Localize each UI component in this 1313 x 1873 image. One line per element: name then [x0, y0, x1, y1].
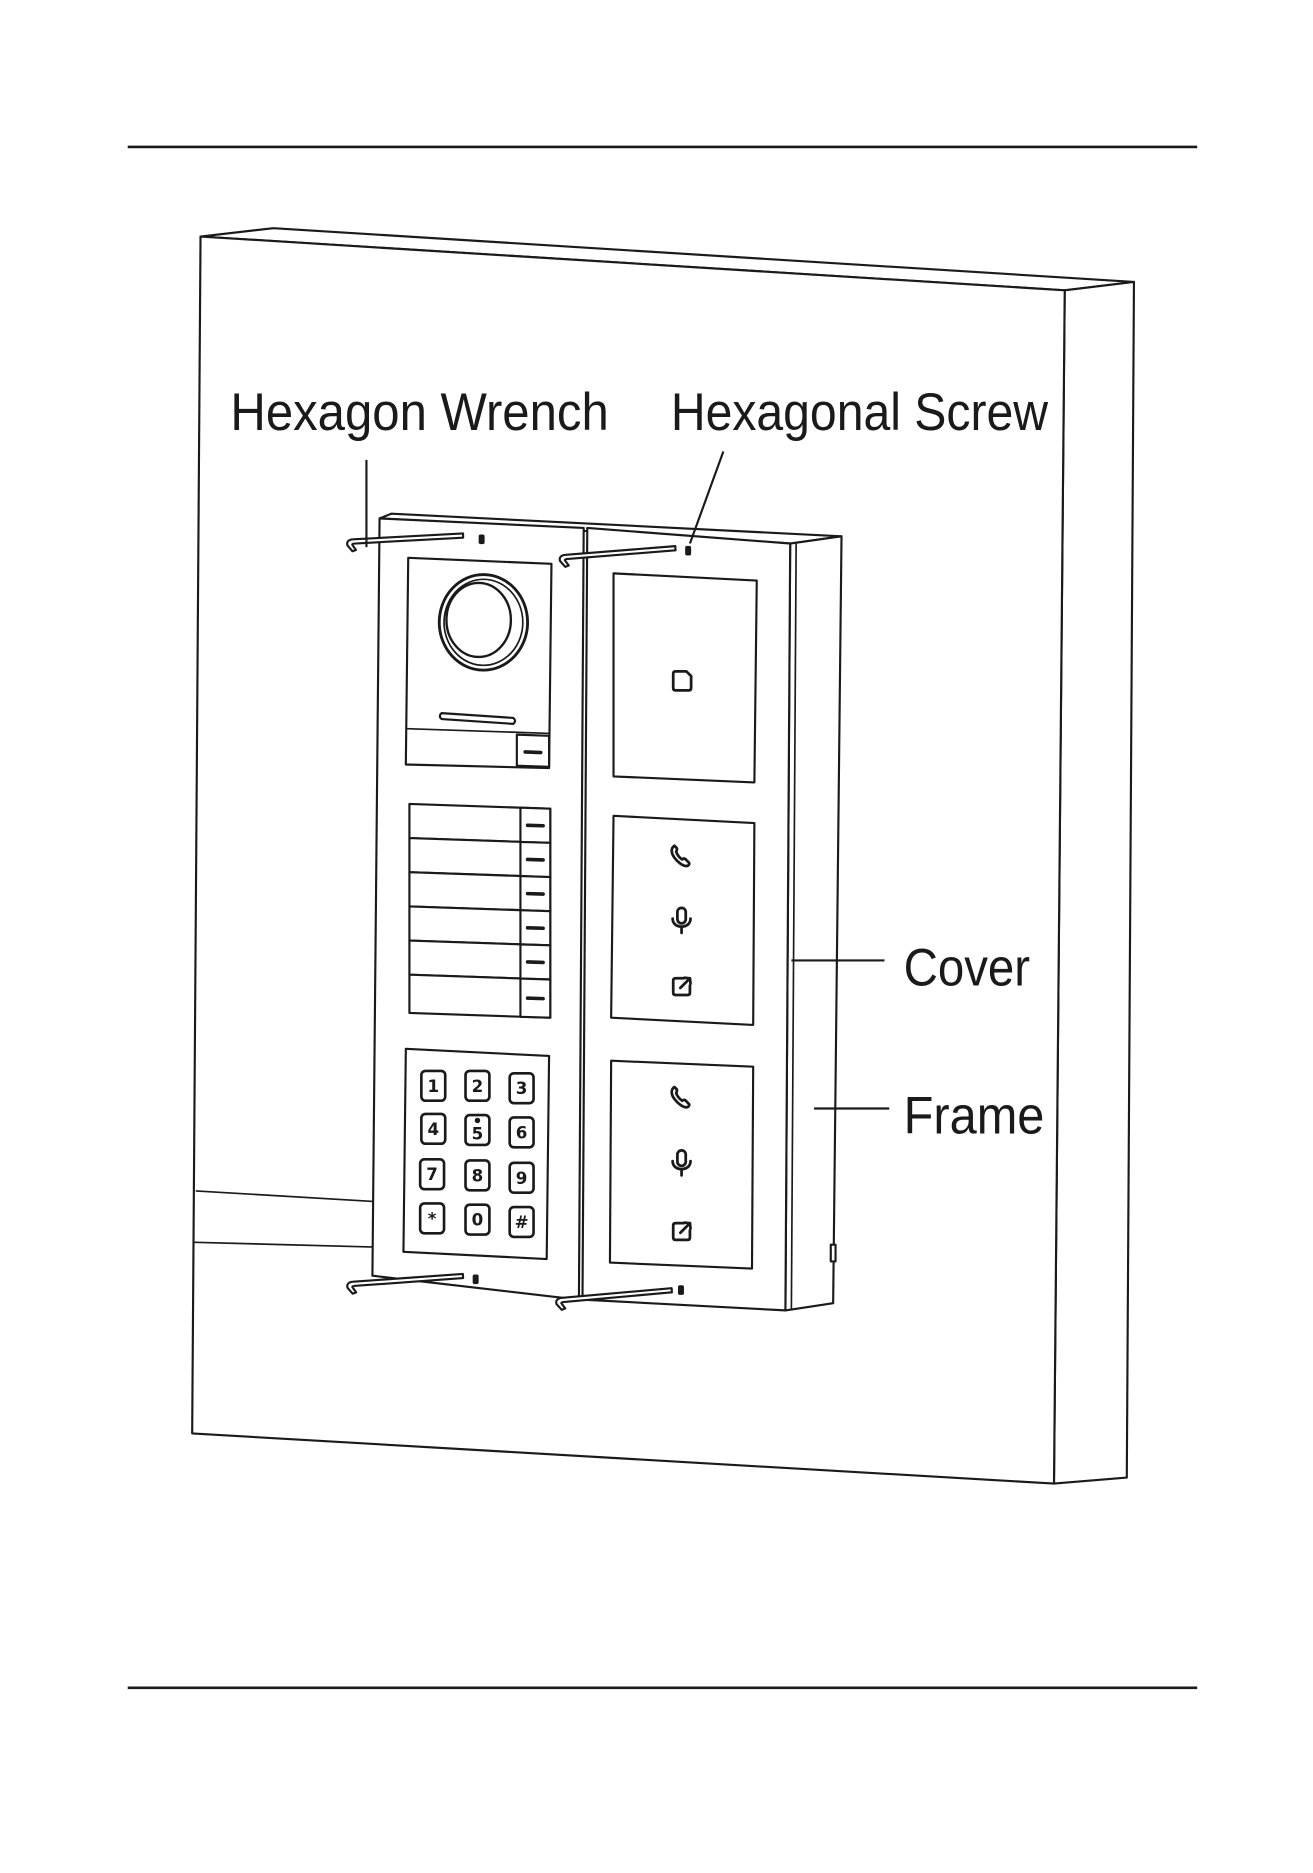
keypad-key-2: 2 — [466, 1071, 490, 1101]
keypad-key-star: * — [420, 1203, 444, 1233]
name-button-module — [409, 804, 550, 1018]
keypad-key-5: 5 — [466, 1115, 490, 1145]
keypad-key-1: 1 — [421, 1071, 445, 1101]
keypad-module: 1 2 3 4 5 6 — [403, 1049, 549, 1259]
keypad-key-6: 6 — [510, 1117, 534, 1147]
keypad-key-9: 9 — [510, 1163, 534, 1193]
keypad-key-3: 3 — [510, 1073, 534, 1103]
indicator-module-upper — [611, 816, 754, 1025]
camera-module — [406, 558, 552, 768]
card-reader-frame — [614, 573, 757, 782]
frame-notch — [831, 1245, 836, 1262]
svg-text:3: 3 — [516, 1078, 528, 1098]
svg-text:2: 2 — [472, 1076, 484, 1096]
svg-text:6: 6 — [516, 1122, 528, 1142]
svg-text:1: 1 — [427, 1076, 439, 1096]
keypad-key-4: 4 — [421, 1114, 445, 1144]
door-station: 1 2 3 4 5 6 — [347, 514, 842, 1311]
camera-lens-icon — [439, 575, 527, 671]
callout-label: Hexagon Wrench — [230, 383, 608, 442]
callout-label: Cover — [904, 938, 1031, 997]
indicator-module-frame — [611, 816, 754, 1025]
keypad-key-8: 8 — [466, 1160, 490, 1190]
svg-text:5: 5 — [472, 1124, 484, 1144]
svg-text:0: 0 — [472, 1210, 484, 1230]
wall-side-face — [1054, 282, 1134, 1484]
svg-text:8: 8 — [472, 1165, 484, 1185]
hex-screw-icon — [473, 1275, 479, 1285]
svg-text:*: * — [428, 1208, 437, 1228]
card-reader-module — [614, 573, 757, 782]
callout-label: Hexagonal Screw — [671, 383, 1049, 442]
callout-label: Frame — [904, 1087, 1045, 1146]
keypad-key-0: 0 — [466, 1205, 490, 1235]
svg-text:#: # — [515, 1212, 529, 1232]
hex-screw-icon — [479, 535, 485, 545]
hex-screw-icon — [678, 1285, 684, 1295]
keypad-key-hash: # — [510, 1207, 534, 1237]
svg-text:9: 9 — [516, 1168, 528, 1188]
tactile-dot — [475, 1118, 480, 1123]
hex-screw-icon — [685, 546, 691, 556]
svg-text:4: 4 — [427, 1119, 439, 1139]
indicator-module-lower — [610, 1061, 753, 1269]
call-button-indicator — [525, 752, 541, 753]
svg-text:7: 7 — [426, 1164, 438, 1184]
keypad-key-7: 7 — [420, 1159, 444, 1189]
